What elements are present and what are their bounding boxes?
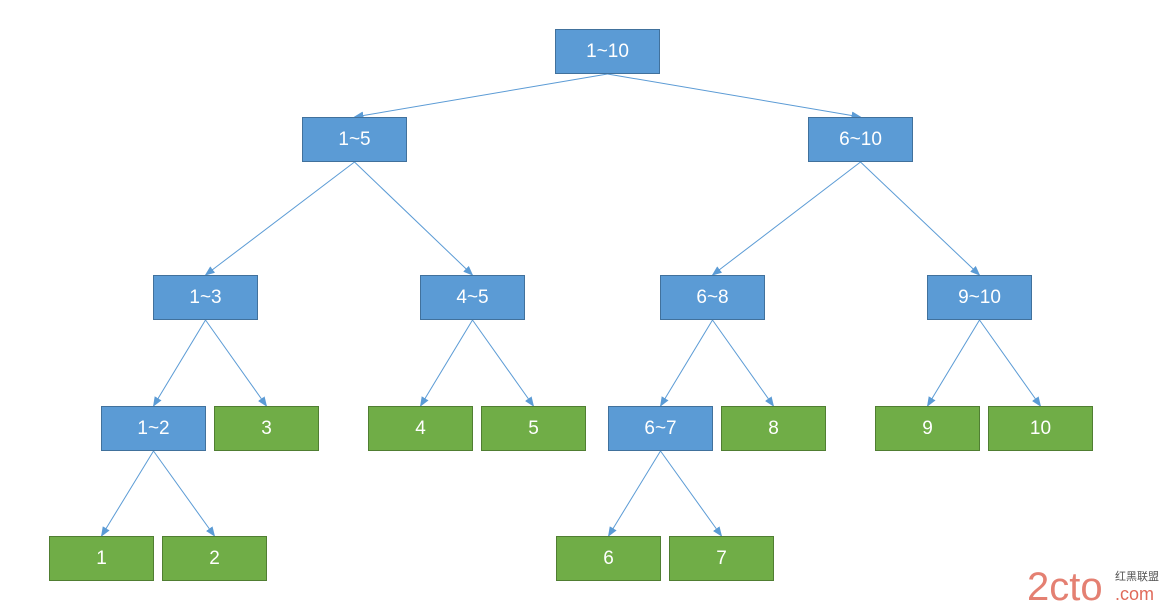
node-1-5: 1~5 — [302, 117, 407, 162]
edge-n1_5-n1_3 — [204, 161, 355, 276]
leaf-6: 6 — [556, 536, 661, 581]
edge-n1_10-n1_5 — [353, 73, 608, 120]
watermark-suffix: .com — [1115, 584, 1154, 604]
edge-n1_3-n3 — [205, 319, 268, 407]
leaf-10: 10 — [988, 406, 1093, 451]
watermark-label: 红黑联盟 — [1115, 570, 1159, 583]
node-1-2: 1~2 — [101, 406, 206, 451]
edge-n6_10-n9_10 — [860, 161, 981, 276]
leaf-7: 7 — [669, 536, 774, 581]
edge-n4_5-n4 — [419, 319, 473, 407]
edge-n6_8-n6_7 — [659, 319, 713, 407]
node-9-10: 9~10 — [927, 275, 1032, 320]
watermark-icon: 2cto 红黑联盟 .com — [1027, 565, 1159, 609]
edge-n1_10-n6_10 — [607, 73, 862, 120]
edge-n1_5-n4_5 — [354, 161, 474, 276]
leaf-9: 9 — [875, 406, 980, 451]
edge-n1_3-n1_2 — [152, 319, 206, 407]
edge-n9_10-n10 — [979, 319, 1042, 407]
edge-n6_10-n6_8 — [711, 161, 861, 276]
leaf-1: 1 — [49, 536, 154, 581]
node-6-8: 6~8 — [660, 275, 765, 320]
edge-n1_2-n2 — [153, 450, 216, 537]
node-1-10: 1~10 — [555, 29, 660, 74]
edge-n6_7-n7 — [660, 450, 723, 537]
node-6-10: 6~10 — [808, 117, 913, 162]
edge-n9_10-n9 — [926, 319, 980, 407]
leaf-8: 8 — [721, 406, 826, 451]
watermark-text: 2cto — [1027, 565, 1103, 608]
leaf-3: 3 — [214, 406, 319, 451]
edge-n1_2-n1 — [100, 450, 154, 537]
watermark-logo: 2cto 红黑联盟 .com — [1027, 560, 1167, 609]
node-1-3: 1~3 — [153, 275, 258, 320]
leaf-4: 4 — [368, 406, 473, 451]
edge-n4_5-n5 — [472, 319, 535, 407]
edge-n6_7-n6 — [607, 450, 661, 537]
leaf-5: 5 — [481, 406, 586, 451]
node-4-5: 4~5 — [420, 275, 525, 320]
leaf-2: 2 — [162, 536, 267, 581]
edge-n6_8-n8 — [712, 319, 775, 407]
node-6-7: 6~7 — [608, 406, 713, 451]
